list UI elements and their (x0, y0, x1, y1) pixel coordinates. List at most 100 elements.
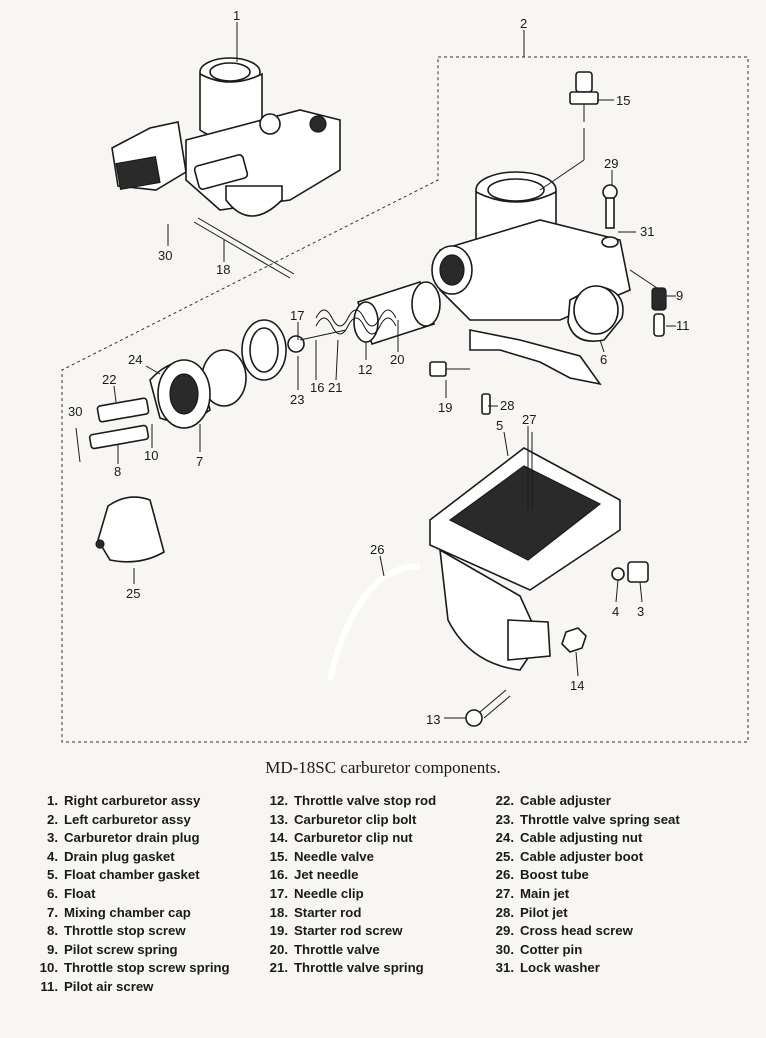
legend-item-label: Needle valve (294, 848, 374, 864)
legend-item-number: 25. (495, 848, 514, 864)
callout-27: 27 (522, 412, 536, 427)
legend-item-label: Drain plug gasket (64, 848, 175, 864)
legend-item-number: 3. (47, 830, 58, 846)
legend-item-number: 28. (495, 904, 514, 920)
legend-item-label: Throttle stop screw spring (64, 960, 230, 976)
legend-item-number: 22. (495, 793, 514, 808)
legend-item: 31.Lock washer (492, 959, 680, 978)
legend-item: 15. Needle valve (266, 848, 436, 867)
exploded-view-diagram: 1 2 3 4 5 6 7 8 9 10 11 12 13 14 15 16 1… (61, 8, 749, 743)
legend-item: 1.Right carburetor assy (36, 792, 230, 811)
callout-19: 19 (438, 400, 452, 415)
legend-item-label: Pilot jet (520, 904, 568, 920)
callout-8: 8 (114, 464, 121, 479)
legend-item-number: 12. (269, 793, 288, 808)
legend-item-label: Carburetor clip nut (294, 830, 413, 846)
callout-25: 25 (126, 586, 140, 601)
callout-15: 15 (616, 93, 630, 108)
legend-item-number: 5. (47, 867, 58, 883)
throttle-valve-spring (315, 309, 397, 335)
callout-6: 6 (600, 352, 607, 367)
legend-item-number: 23. (495, 811, 514, 827)
legend-item-label: Cable adjuster (520, 793, 611, 808)
legend-item-number: 27. (495, 885, 514, 901)
legend-item: 10. Throttle stop screw spring (36, 959, 230, 978)
cross-head-screw (601, 184, 619, 248)
legend-item: 23.Throttle valve spring seat (492, 811, 680, 830)
legend-item-number: 6. (47, 885, 58, 901)
legend-item: 12.Throttle valve stop rod (266, 792, 437, 811)
jet-needle-and-clip (287, 329, 347, 353)
legend-item: 4. Drain plug gasket (36, 848, 230, 867)
legend-item-number: 14. (269, 830, 288, 846)
callout-labels: 1 2 3 4 5 6 7 8 9 10 11 12 13 14 15 16 1… (68, 8, 690, 727)
legend-item-number: 19. (269, 923, 288, 939)
legend-item: 24.Cable adjusting nut (492, 829, 680, 848)
legend-item: 9.Pilot screw spring (36, 941, 230, 960)
legend-item: 28. Pilot jet (492, 904, 680, 923)
callout-31: 31 (640, 224, 654, 239)
legend-item: 8.Throttle stop screw (36, 922, 230, 941)
legend-item-label: Float (64, 885, 96, 901)
legend-item-label: Right carburetor assy (64, 793, 201, 808)
callout-2: 2 (520, 16, 527, 31)
legend-item: 2.Left carburetor assy (36, 811, 230, 830)
callout-21: 21 (328, 380, 342, 395)
legend-item-number: 26. (495, 867, 514, 883)
legend-item-label: Boost tube (520, 867, 589, 883)
legend-item-label: Cable adjusting nut (520, 830, 643, 846)
legend-item: 25. Cable adjuster boot (492, 848, 680, 867)
legend-item: 30.Cotter pin (492, 941, 680, 960)
drain-plug (611, 561, 649, 583)
legend-item-label: Throttle valve spring (294, 960, 424, 976)
clip-nut-and-bolt (465, 627, 587, 727)
legend-item-number: 13. (269, 811, 288, 827)
needle-valve (569, 71, 599, 122)
legend-item-number: 18. (269, 904, 288, 920)
legend-item-label: Cable adjuster boot (520, 848, 644, 864)
legend-item-label: Main jet (520, 885, 570, 901)
legend-item: 19. Starter rod screw (266, 922, 436, 941)
legend-item: 20.Throttle valve (266, 941, 436, 960)
float (567, 285, 624, 342)
callout-3: 3 (637, 604, 644, 619)
legend-column-3: 22. Cable adjuster 23.Throttle valve sprin… (492, 792, 680, 978)
legend-item-label: Mixing chamber cap (64, 904, 191, 920)
legend-item: 13. Carburetor clip bolt (266, 811, 436, 830)
legend-item-label: Float chamber gasket (64, 867, 200, 883)
legend-item-number: 30. (495, 941, 514, 957)
legend-item-label: Cross head screw (520, 923, 633, 939)
callout-30a: 30 (158, 248, 172, 263)
mixing-chamber-cap (149, 349, 247, 429)
legend-item-number: 15. (269, 848, 288, 864)
callout-4: 4 (612, 604, 619, 619)
diagram-caption: MD-18SC carburetor components. (265, 758, 501, 777)
assembly-boundary (61, 56, 749, 743)
callout-11: 11 (676, 318, 690, 333)
callout-14: 14 (570, 678, 584, 693)
legend-item: 21.Throttle valve spring (266, 959, 436, 978)
legend-item-number: 9. (47, 941, 58, 957)
legend-item-number: 10. (39, 960, 58, 976)
legend-item: 14. Carburetor clip nut (266, 829, 436, 848)
legend-item-label: Left carburetor assy (64, 811, 191, 827)
legend-item-label: Starter rod screw (294, 923, 403, 939)
legend-item-number: 7. (47, 904, 58, 920)
legend-item-label: Carburetor clip bolt (294, 811, 417, 827)
legend-item-number: 4. (47, 848, 58, 864)
legend-item: 17.Needle clip (266, 885, 436, 904)
legend-item-number: 20. (269, 941, 288, 957)
callout-22: 22 (102, 372, 116, 387)
legend-item-label: Throttle stop screw (64, 923, 186, 939)
legend-item: 22. Cable adjuster (492, 792, 680, 811)
callout-7: 7 (196, 454, 203, 469)
legend-item-number: 29. (495, 923, 514, 939)
callout-5: 5 (496, 418, 503, 433)
legend-item: 27. Main jet (492, 885, 680, 904)
right-carburetor-assy (111, 57, 341, 279)
legend-item-number: 11. (40, 978, 58, 994)
legend-item-number: 16. (269, 867, 288, 883)
legend-item: 18.Starter rod (266, 904, 436, 923)
